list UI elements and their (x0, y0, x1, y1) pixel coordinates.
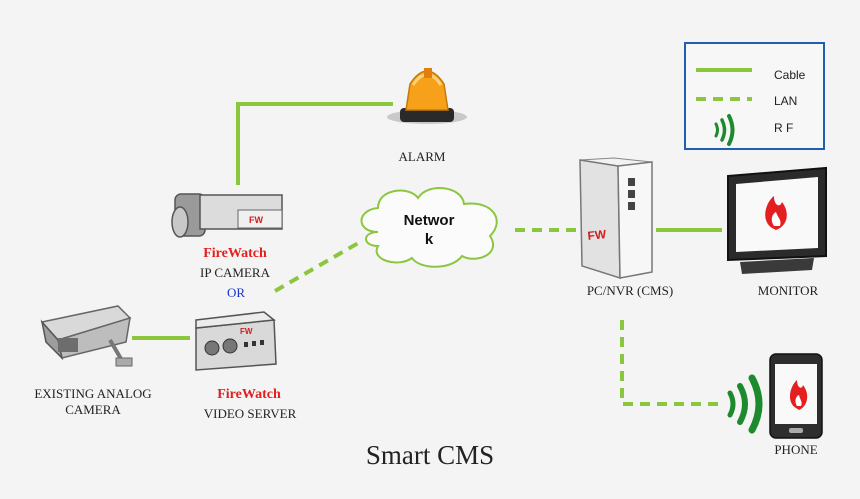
network-cloud-line1: Networ (403, 212, 455, 229)
svg-text:FW: FW (240, 327, 253, 336)
pc-nvr-icon: FW (579, 157, 653, 280)
legend-cable-label: Cable (774, 68, 806, 82)
diagram-title: Smart CMS (365, 440, 495, 470)
legend: Cable LAN R F (684, 42, 825, 150)
analog-camera-icon (40, 305, 133, 367)
video-server-label: VIDEO SERVER (203, 406, 297, 421)
ip-camera-icon: FW (171, 193, 283, 238)
video-server-brand: FireWatch (217, 387, 281, 402)
connections (132, 102, 722, 406)
ip-camera-label: IP CAMERA (200, 265, 270, 280)
ip-camera-brand: FireWatch (203, 246, 267, 261)
legend-symbols (696, 68, 752, 146)
phone-label: PHONE (774, 442, 818, 457)
analog-camera-label-line2: CAMERA (65, 402, 121, 417)
analog-camera-label-line1: EXISTING ANALOG (34, 386, 152, 401)
video-server-icon: FW (195, 311, 277, 371)
pc-nvr-label: PC/NVR (CMS) (586, 283, 674, 298)
network-cloud-icon (360, 186, 498, 268)
network-cloud-line2: k (424, 231, 434, 248)
monitor-label: MONITOR (757, 283, 819, 298)
legend-lan-label: LAN (774, 94, 798, 108)
or-label: OR (226, 285, 246, 300)
legend-rf-icon (714, 114, 735, 146)
svg-text:FW: FW (587, 227, 608, 243)
monitor-icon (727, 166, 827, 274)
legend-rf-label: R F (774, 121, 794, 135)
network-cloud-label: Networ k (385, 211, 473, 249)
alarm-label: ALARM (398, 149, 446, 164)
lan-nvr-to-phone (620, 320, 720, 406)
svg-text:FW: FW (249, 215, 263, 225)
alarm-icon (387, 68, 467, 124)
phone-icon (769, 353, 823, 439)
cable-alarm-to-ipcamera (236, 102, 393, 185)
rf-waves-icon (727, 374, 763, 434)
